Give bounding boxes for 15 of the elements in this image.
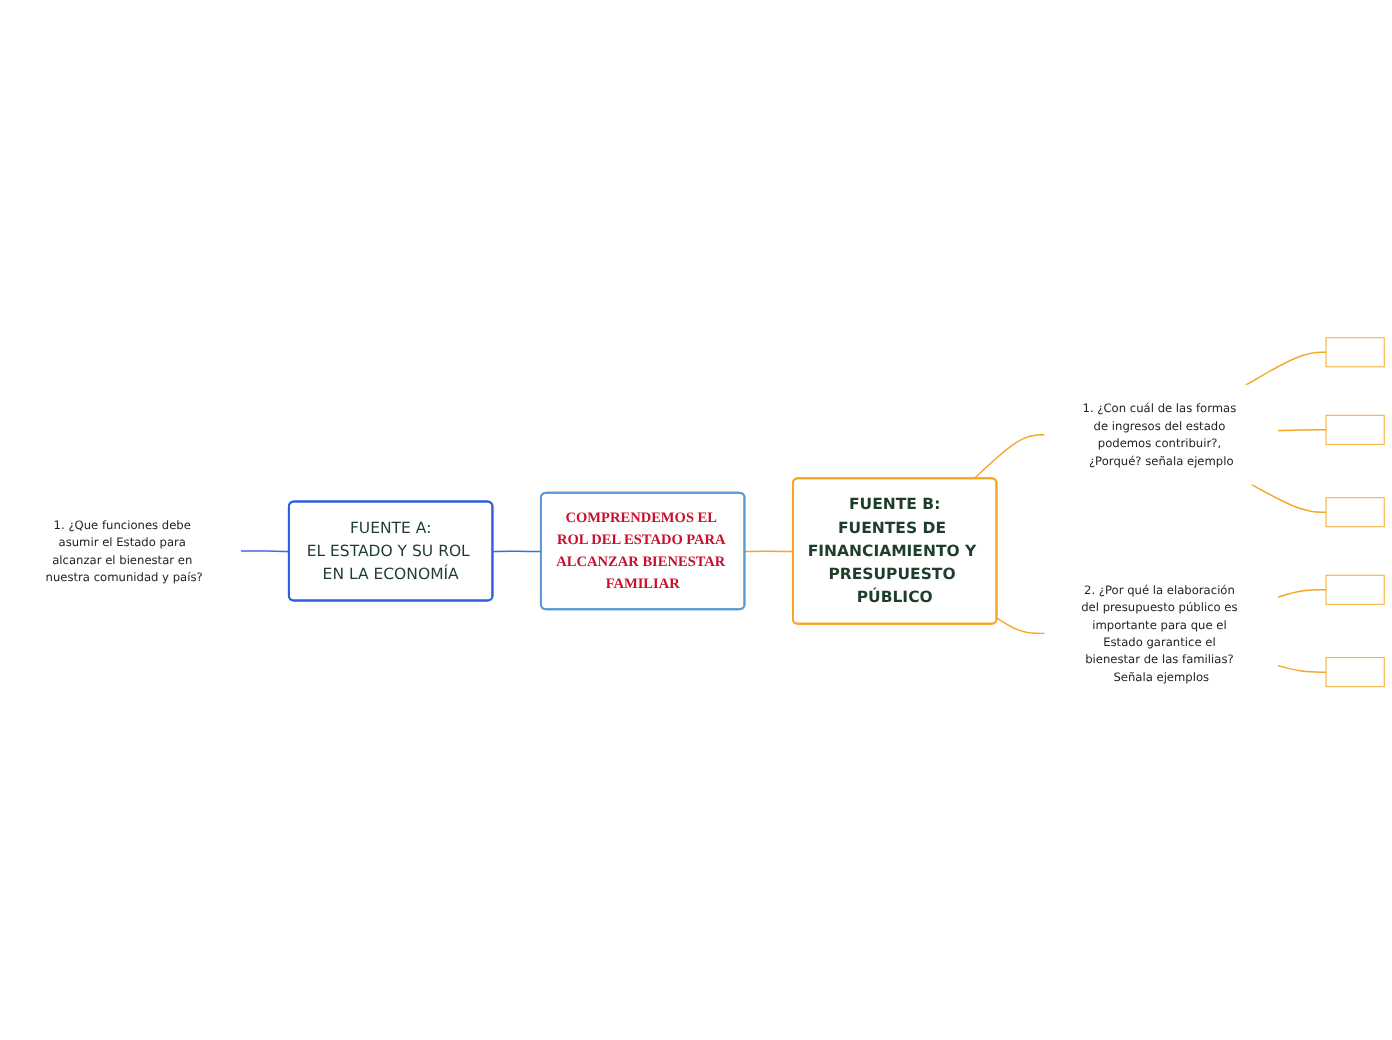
connector [744, 551, 795, 554]
node-box [1325, 575, 1385, 606]
node-box [1325, 658, 1385, 689]
connector [973, 434, 1046, 481]
connector [492, 551, 543, 554]
connector [239, 551, 291, 554]
connector [1276, 590, 1327, 599]
connector [1244, 352, 1327, 387]
connector [996, 618, 1046, 636]
node-box [1325, 415, 1385, 446]
node-box [1325, 338, 1385, 369]
connector [1250, 484, 1327, 514]
connector [1276, 430, 1327, 433]
connector [1276, 665, 1327, 674]
node-box [1325, 498, 1385, 529]
